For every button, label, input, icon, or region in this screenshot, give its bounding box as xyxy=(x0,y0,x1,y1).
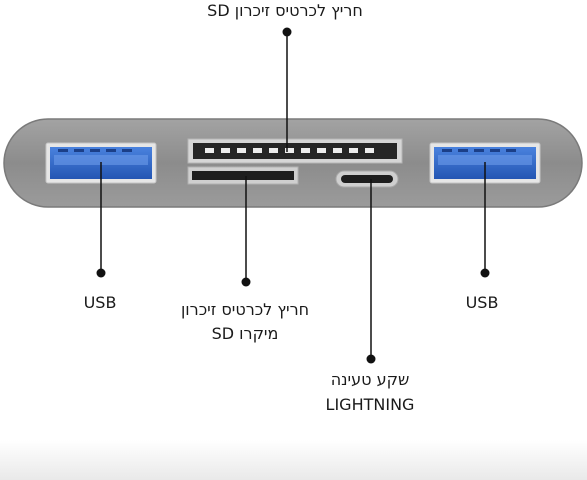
leader-dot-micro-sd xyxy=(241,277,251,287)
leader-dot-usb-left xyxy=(96,268,106,278)
leader-dot-sd xyxy=(282,27,292,37)
label-sd-card-slot: חריץ לכרטיס זיכרון SD xyxy=(207,1,363,20)
lightning-port xyxy=(335,170,399,188)
label-lightning-line1: שקע טעינה xyxy=(330,370,410,389)
floor-shadow xyxy=(0,440,587,480)
label-micro-sd-line2: מיקרו SD xyxy=(211,324,279,343)
label-lightning-line2: LIGHTNING xyxy=(325,395,415,414)
label-usb-right: USB xyxy=(465,293,499,312)
leader-dot-lightning xyxy=(366,354,376,364)
sd-card-slot xyxy=(187,138,403,164)
leader-dot-usb-right xyxy=(480,268,490,278)
label-micro-sd-line1: חריץ לכרטיס זיכרון xyxy=(180,300,310,319)
label-usb-left: USB xyxy=(83,293,117,312)
micro-sd-slot xyxy=(187,166,299,185)
